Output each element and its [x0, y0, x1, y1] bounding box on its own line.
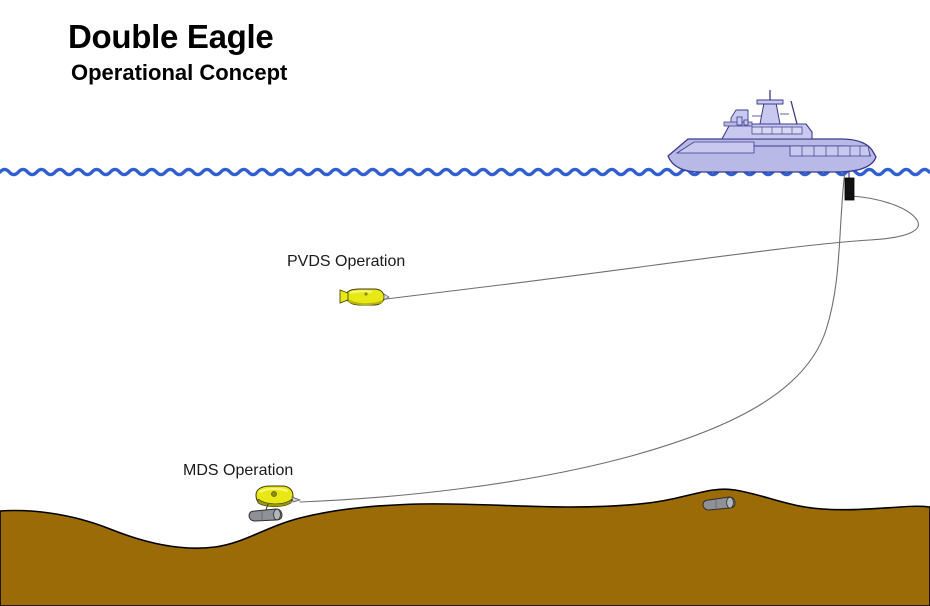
- mine-left-endcap: [273, 508, 281, 521]
- mds-tether-cable: [299, 169, 846, 503]
- cable-group: [299, 169, 919, 503]
- mds-vehicle: [255, 485, 302, 511]
- tow-depressor: [844, 177, 855, 201]
- mds-lower-frame: [257, 498, 293, 508]
- pvds-tether-cable: [385, 195, 919, 300]
- mine-right-endcap: [726, 496, 734, 509]
- ship-mast-spreaders: [752, 113, 789, 117]
- ship-bridge-windows: [751, 126, 803, 135]
- mds-operation-label: MDS Operation: [183, 462, 294, 479]
- depressor-body: [844, 177, 855, 201]
- pvds-vehicle: [339, 288, 390, 306]
- ship-main-mast-tower: [759, 102, 781, 125]
- pvds-nose-highlight: [350, 290, 372, 294]
- seabed-group: [0, 488, 930, 606]
- pvds-operation-label: PVDS Operation: [287, 253, 406, 270]
- pvds-tow-bridle: [383, 293, 390, 301]
- seabed-terrain: [0, 488, 930, 606]
- mds-top-highlight: [259, 487, 288, 493]
- title-block: Double Eagle Operational Concept: [68, 18, 288, 85]
- mds-camera-pod: [271, 491, 277, 497]
- page-subtitle: Operational Concept: [71, 59, 288, 85]
- ship-radar-platform: [756, 99, 784, 105]
- mds-manipulator-arm: [265, 503, 269, 511]
- pvds-sensor-port: [364, 292, 368, 296]
- survey-ship: [667, 90, 877, 173]
- ship-aft-rail-posts: [801, 146, 861, 156]
- mine-target-right: [702, 496, 736, 511]
- pvds-body-shading: [348, 299, 383, 306]
- mds-tether-termination: [291, 496, 302, 503]
- page-title: Double Eagle: [68, 18, 274, 55]
- mine-target-left: [248, 508, 283, 522]
- ship-aft-mast: [790, 100, 798, 125]
- ship-forward-antenna-cluster: [736, 116, 749, 126]
- pvds-tail-fin: [339, 289, 349, 304]
- ship-foredeck-panel: [675, 141, 755, 154]
- ship-window-mullions: [761, 127, 793, 134]
